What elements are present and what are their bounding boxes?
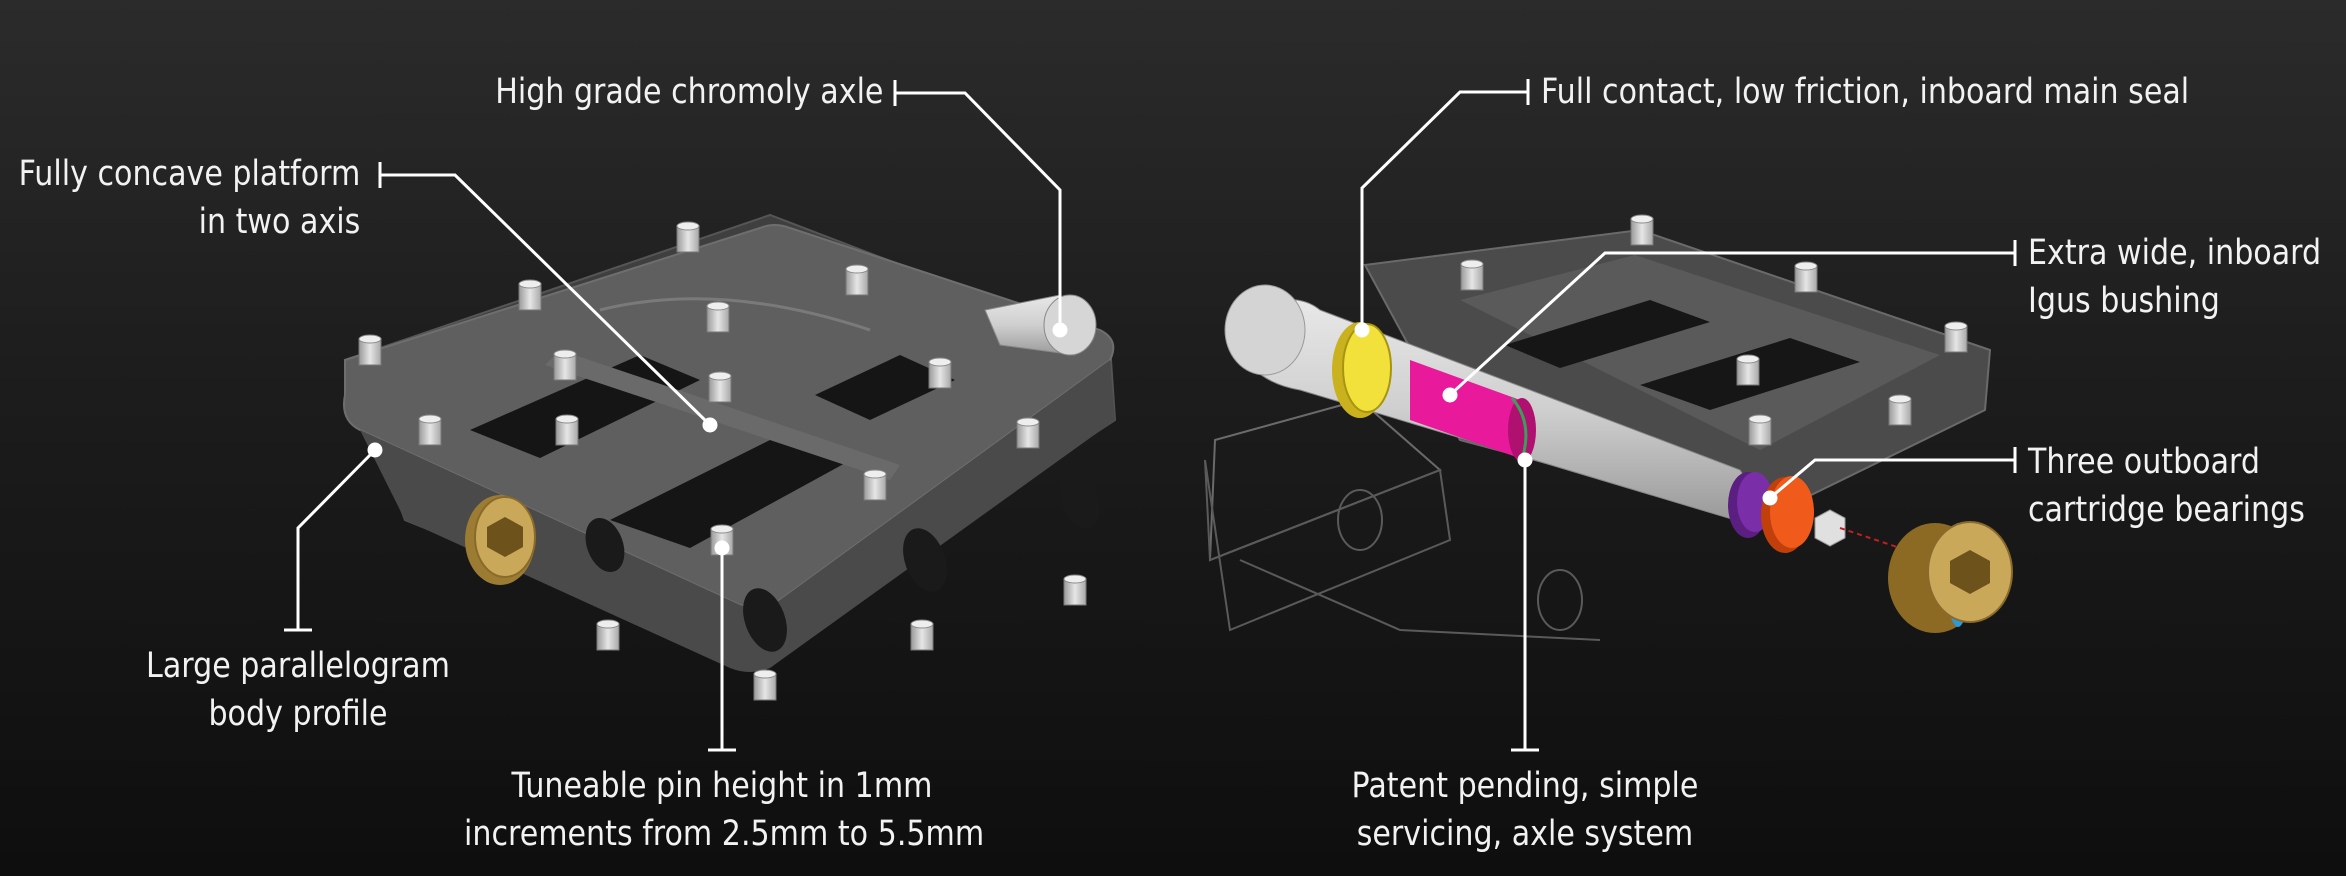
leader-platform (380, 173, 712, 427)
callout-pins: Tuneable pin height in 1mm increments fr… (464, 762, 985, 858)
callout-servicing-line1: Patent pending, simple (1351, 766, 1699, 806)
callout-pins-line2: increments from 2.5mm to 5.5mm (464, 814, 985, 854)
callout-platform-line2: in two axis (198, 202, 360, 242)
callout-bushing: Extra wide, inboard Igus bushing (2028, 229, 2321, 325)
leader-axle (895, 91, 1062, 330)
callout-pins-line1: Tuneable pin height in 1mm (511, 766, 933, 806)
callout-body: Large parallelogram body profile (126, 642, 470, 738)
callout-servicing-line2: servicing, axle system (1356, 814, 1694, 854)
leader-body (296, 448, 377, 630)
leader-bearings (1769, 458, 2015, 500)
right-pedal (1204, 214, 2013, 641)
callout-platform-line1: Fully concave platform (18, 154, 360, 194)
callout-bearings-line2: cartridge bearings (2028, 490, 2305, 530)
callout-axle-text: High grade chromoly axle (494, 72, 883, 112)
callout-body-line1: Large parallelogram (146, 646, 450, 686)
callout-bushing-line2: Igus bushing (2028, 281, 2220, 321)
callout-seal: Full contact, low friction, inboard main… (1541, 68, 2189, 116)
callout-bearings-line1: Three outboard (2028, 442, 2260, 482)
left-end-cap-icon (465, 495, 536, 585)
leader-lines (284, 79, 2017, 752)
left-axle-stub (984, 294, 1097, 356)
callout-platform: Fully concave platform in two axis (18, 150, 360, 246)
callout-seal-text: Full contact, low friction, inboard main… (1541, 72, 2190, 112)
callout-bushing-line1: Extra wide, inboard (2028, 233, 2322, 273)
right-end-cap-icon (1888, 521, 2013, 633)
callout-servicing: Patent pending, simple servicing, axle s… (1319, 762, 1732, 858)
leader-seal (1360, 90, 1528, 330)
callout-axle: High grade chromoly axle (495, 68, 883, 116)
cartridge-bearings (1728, 472, 1901, 553)
callout-body-line2: body profile (208, 694, 388, 734)
main-seal (1332, 322, 1392, 418)
callout-bearings: Three outboard cartridge bearings (2028, 438, 2305, 534)
leader-bushing (1448, 251, 2015, 397)
left-pedal (343, 213, 1117, 701)
